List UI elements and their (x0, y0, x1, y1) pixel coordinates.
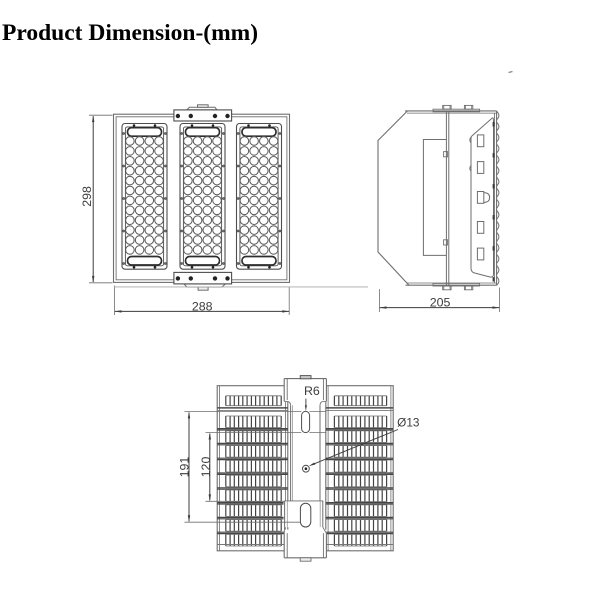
svg-text:191: 191 (178, 457, 192, 478)
svg-text:R6: R6 (304, 384, 320, 398)
svg-text:205: 205 (430, 295, 451, 309)
svg-text:Ø13: Ø13 (397, 416, 420, 430)
svg-text:298: 298 (80, 186, 94, 207)
svg-text:120: 120 (199, 457, 213, 478)
svg-text:288: 288 (192, 300, 213, 314)
